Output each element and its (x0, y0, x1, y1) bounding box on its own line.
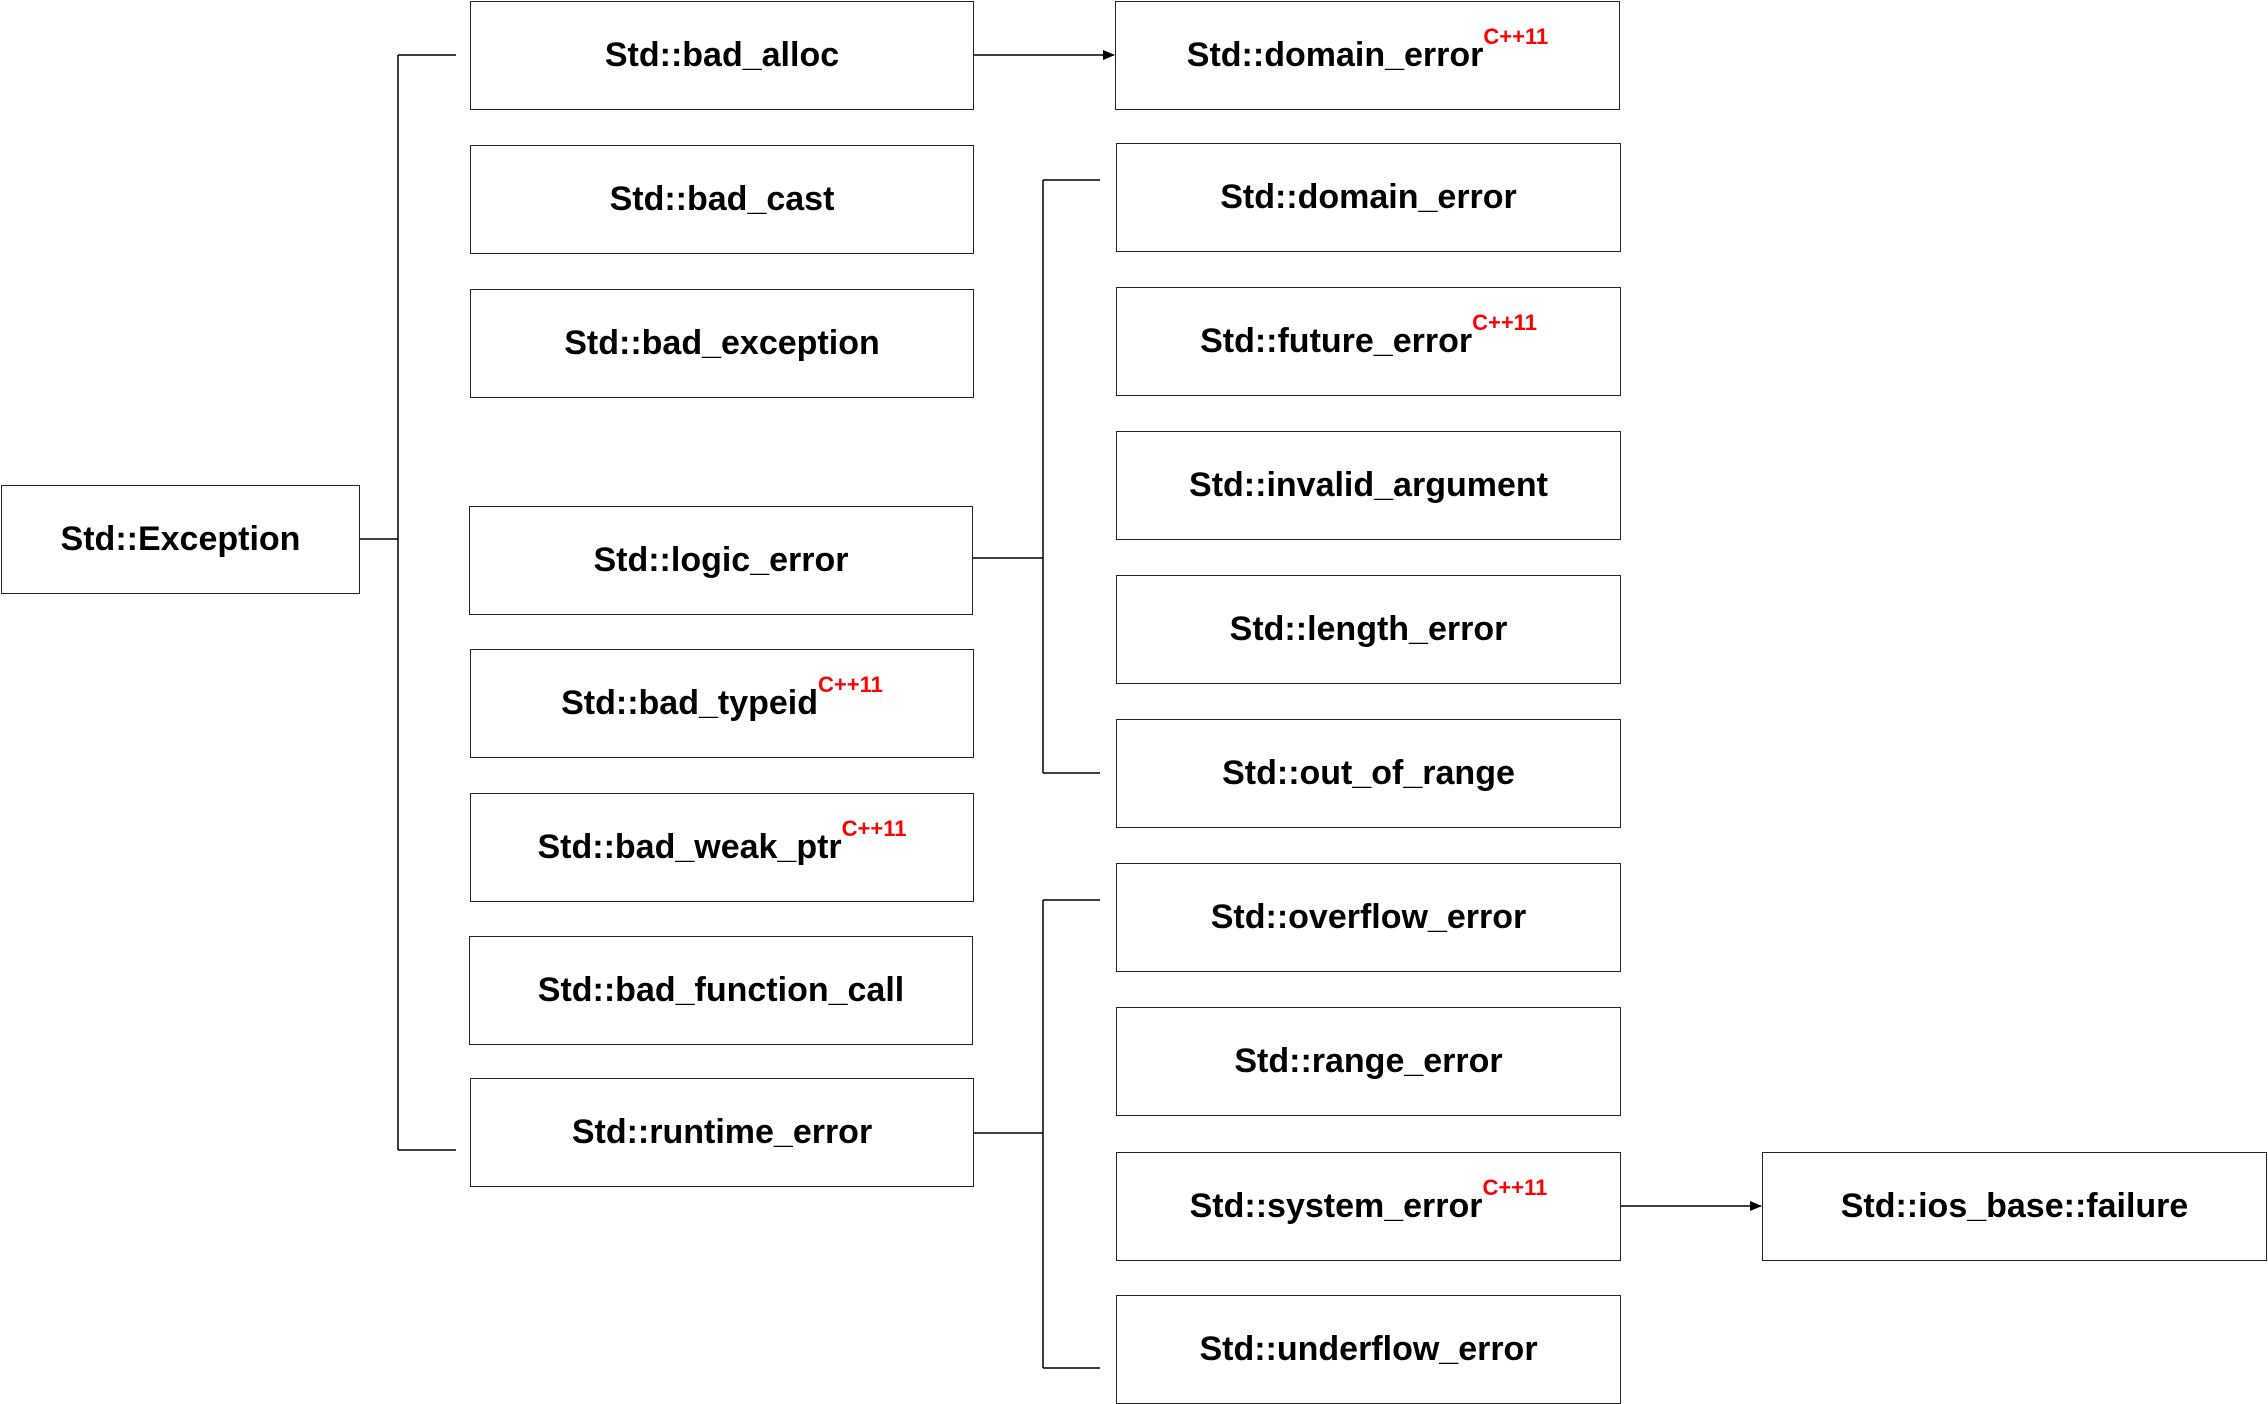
node-domain-error: Std::domain_error (1116, 143, 1621, 252)
node-ios-base-failure: Std::ios_base::failure (1762, 1152, 2267, 1261)
cpp11-version-tag: C++11 (818, 672, 883, 697)
node-bad-weak-ptr: Std::bad_weak_ptrC++11 (470, 793, 974, 902)
node-runtime-error-label: Std::runtime_error (571, 1113, 873, 1151)
node-bad-typeid: Std::bad_typeidC++11 (470, 649, 974, 758)
node-range-error-label: Std::range_error (1234, 1042, 1503, 1080)
node-bad-cast: Std::bad_cast (470, 145, 974, 254)
node-invalid-argument: Std::invalid_argument (1116, 431, 1621, 540)
node-bad-weak-ptr-label: Std::bad_weak_ptrC++11 (537, 816, 907, 867)
node-bad-function-call-label: Std::bad_function_call (537, 971, 905, 1009)
node-system-error-label: Std::system_errorC++11 (1189, 1175, 1548, 1226)
node-overflow-error-label: Std::overflow_error (1210, 898, 1527, 936)
cpp11-version-tag: C++11 (1483, 24, 1549, 49)
node-domain-error-label: Std::domain_error (1220, 178, 1517, 216)
node-bad-function-call: Std::bad_function_call (469, 936, 973, 1045)
node-bad-cast-label: Std::bad_cast (609, 180, 835, 218)
node-out-of-range-label: Std::out_of_range (1222, 754, 1515, 792)
node-system-error: Std::system_errorC++11 (1116, 1152, 1621, 1261)
node-length-error-label: Std::length_error (1229, 610, 1508, 648)
node-exception-label: Std::Exception (60, 520, 301, 558)
node-range-error: Std::range_error (1116, 1007, 1621, 1116)
node-out-of-range: Std::out_of_range (1116, 719, 1621, 828)
node-bad-alloc-label: Std::bad_alloc (604, 36, 840, 74)
node-exception: Std::Exception (1, 485, 360, 594)
node-bad-alloc: Std::bad_alloc (470, 1, 974, 110)
cpp11-version-tag: C++11 (1472, 310, 1537, 335)
node-future-error: Std::future_errorC++11 (1116, 287, 1621, 396)
node-logic-error: Std::logic_error (469, 506, 973, 615)
node-future-error-label: Std::future_errorC++11 (1200, 310, 1537, 361)
node-invalid-argument-label: Std::invalid_argument (1189, 466, 1548, 504)
node-underflow-error: Std::underflow_error (1116, 1295, 1621, 1404)
node-underflow-error-label: Std::underflow_error (1199, 1330, 1538, 1368)
node-bad-typeid-label: Std::bad_typeidC++11 (561, 672, 883, 723)
cpp11-version-tag: C++11 (841, 816, 907, 841)
node-length-error: Std::length_error (1116, 575, 1621, 684)
node-runtime-error: Std::runtime_error (470, 1078, 974, 1187)
node-bad-exception: Std::bad_exception (470, 289, 974, 398)
node-overflow-error: Std::overflow_error (1116, 863, 1621, 972)
node-logic-error-label: Std::logic_error (593, 541, 849, 579)
node-bad-exception-label: Std::bad_exception (564, 324, 880, 362)
cpp11-version-tag: C++11 (1482, 1175, 1548, 1200)
node-domain-error-cpp11: Std::domain_errorC++11 (1115, 1, 1620, 110)
node-ios-base-failure-label: Std::ios_base::failure (1840, 1187, 2189, 1225)
node-domain-error-cpp11-label: Std::domain_errorC++11 (1186, 24, 1549, 75)
